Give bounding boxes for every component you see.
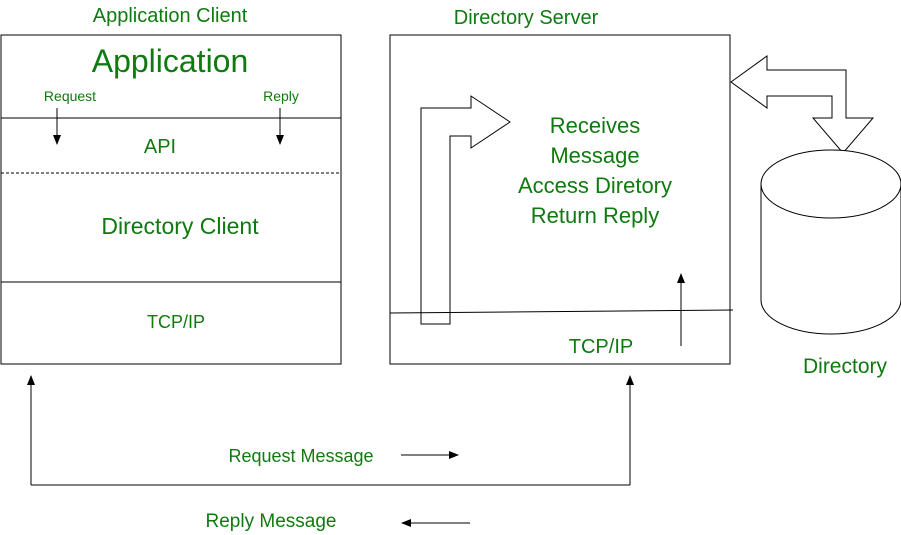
- server-directory-bidirectional-arrow-icon: [730, 55, 875, 154]
- directory-label: Directory: [803, 355, 888, 378]
- server-tcpip-label: TCP/IP: [569, 336, 633, 358]
- bent-up-arrow-icon: [420, 95, 511, 325]
- directory-client-label: Directory Client: [101, 213, 259, 239]
- client-title: Application Client: [93, 5, 248, 27]
- server-title: Directory Server: [454, 7, 599, 29]
- reply-message-label: Reply Message: [206, 511, 337, 532]
- request-message-label: Request Message: [228, 446, 373, 466]
- database-cylinder-top-icon: [760, 149, 901, 219]
- application-client: Application Client Application Request R…: [0, 5, 342, 365]
- server-tcpip-divider: [389, 309, 734, 314]
- server-line-2: Message: [550, 143, 639, 168]
- client-tcpip-label: TCP/IP: [147, 312, 205, 332]
- directory-server: Directory Server Receives Message Access…: [389, 7, 734, 365]
- request-label: Request: [44, 88, 96, 104]
- server-line-3: Access Diretory: [518, 173, 672, 198]
- directory-database: Directory: [760, 149, 901, 378]
- client-box: [0, 34, 342, 365]
- message-path: Request Message Reply Message: [27, 375, 634, 532]
- server-line-4: Return Reply: [531, 203, 659, 228]
- server-line-1: Receives: [550, 113, 640, 138]
- application-layer-label: Application: [92, 43, 249, 79]
- reply-label: Reply: [263, 88, 299, 104]
- database-cylinder-body-icon: [760, 184, 901, 335]
- server-box: [389, 34, 731, 365]
- api-layer-label: API: [144, 136, 176, 158]
